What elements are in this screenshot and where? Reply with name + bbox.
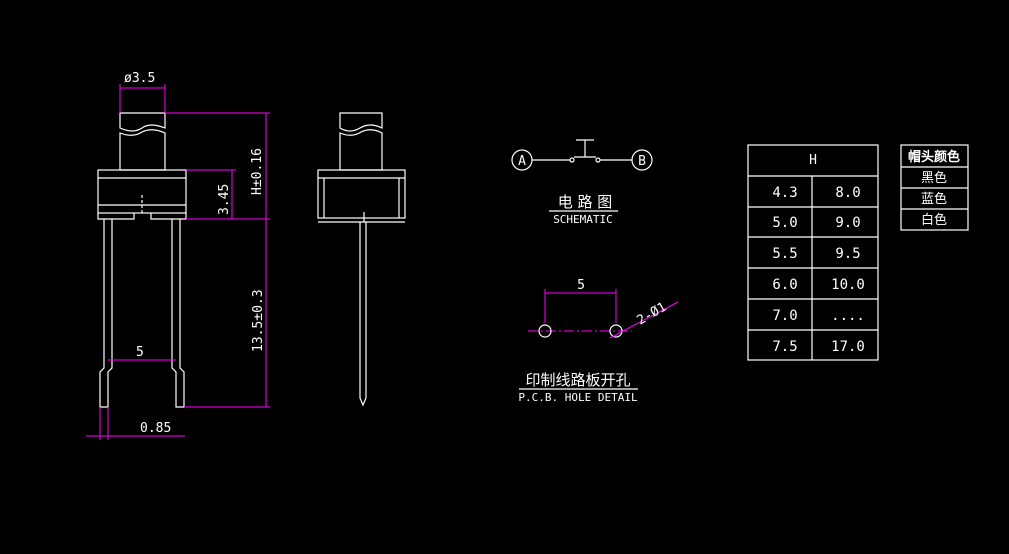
dim-diameter-label: ø3.5 [124,71,155,86]
dim-5-label: 5 [136,345,144,360]
pcb-title-en: P.C.B. HOLE DETAIL [518,391,638,404]
color-table-header: 帽头颜色 [908,149,960,165]
dim-h-label: H±0.16 [250,148,265,195]
schematic: A B 电 路 图 SCHEMATIC [511,139,653,226]
h-table-cell: 8.0 [835,185,860,201]
dim-135-label: 13.5±0.3 [251,289,266,352]
pcb-hole-label: 2-Ø1 [635,300,670,329]
h-table-header: H [809,153,817,168]
pcb-hole-right [609,324,623,338]
pcb-hole-detail: 5 2-Ø1 印制线路板开孔 P.C.B. HOLE DETAIL [518,278,679,404]
node-a-label: A [518,154,526,169]
h-table-cell: 5.0 [772,215,797,231]
color-table-cell: 蓝色 [921,191,947,207]
front-cap [119,112,166,132]
h-table-cell: .... [831,308,865,324]
node-b-circle [631,149,653,171]
side-body [317,169,406,219]
h-table-cell: 9.5 [835,246,860,262]
h-table-cell: 10.0 [831,277,865,293]
h-table-cell: 4.3 [772,185,797,201]
h-table-cell: 7.0 [772,308,797,324]
color-table-cell: 黑色 [921,170,947,186]
color-table: 帽头颜色 黑色 蓝色 白色 [900,144,969,231]
h-table-cell: 6.0 [772,277,797,293]
dim-345-label: 3.45 [217,184,232,215]
pcb-dim-5-label: 5 [577,278,585,293]
h-table: H 4.3 8.0 5.0 9.0 5.5 9.5 6.0 10.0 7.0 .… [747,144,879,361]
side-cap [339,112,383,132]
front-view: ø3.5 H±0.16 3.45 13.5±0.3 5 0.85 [86,71,270,440]
side-view [317,112,406,407]
color-table-cell: 白色 [921,212,947,228]
schematic-title-cn: 电 路 图 [558,193,613,211]
pcb-title-cn: 印制线路板开孔 [525,371,630,389]
front-right-terminal [171,219,185,408]
h-table-cell: 9.0 [835,215,860,231]
side-terminal [359,222,367,407]
schematic-title-en: SCHEMATIC [553,213,613,226]
node-b-label: B [638,154,646,169]
h-table-cell: 5.5 [772,246,797,262]
front-cap-stem [119,129,166,171]
dim-085-label: 0.85 [140,421,171,436]
h-table-cell: 17.0 [831,339,865,355]
pcb-hole-left [538,324,552,338]
front-left-terminal [99,219,113,408]
h-table-cell: 7.5 [772,339,797,355]
